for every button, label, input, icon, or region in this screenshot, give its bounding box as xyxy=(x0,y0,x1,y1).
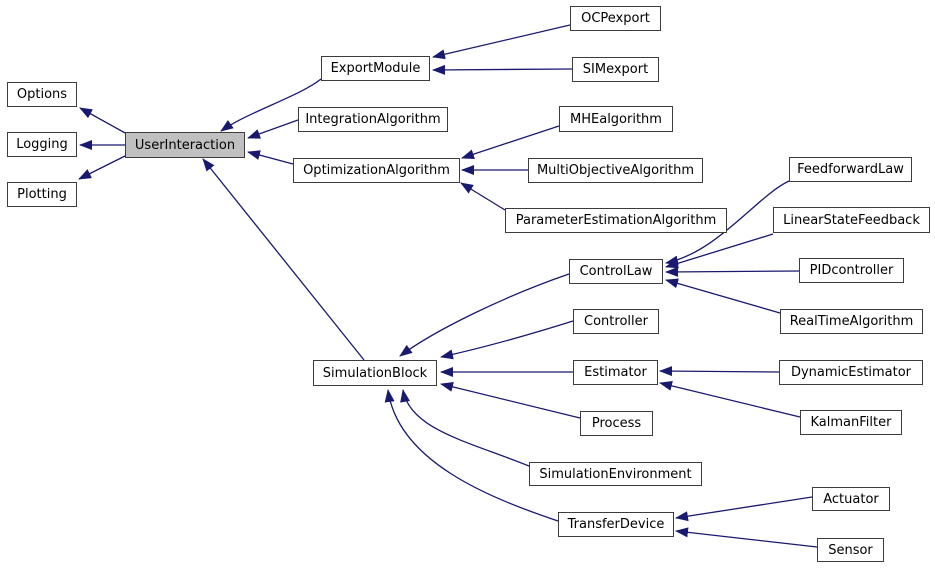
edge-simulationEnvironment-to-simulationBlock xyxy=(400,389,530,467)
edge-mheAlgorithm-to-optimizationAlgorithm xyxy=(461,125,560,159)
edge-controller-to-simulationBlock xyxy=(440,320,574,360)
node-control-law[interactable]: ControlLaw xyxy=(569,259,663,284)
node-kalman-filter[interactable]: KalmanFilter xyxy=(800,410,902,435)
node-pid-controller[interactable]: PIDcontroller xyxy=(799,258,904,283)
edge-integrationAlgorithm-to-userInteraction xyxy=(247,119,299,139)
edge-ocpExport-to-exportModule xyxy=(432,24,571,60)
node-optimization-algorithm[interactable]: OptimizationAlgorithm xyxy=(293,158,460,183)
node-actuator[interactable]: Actuator xyxy=(812,487,890,511)
node-multi-objective-algorithm[interactable]: MultiObjectiveAlgorithm xyxy=(528,158,703,183)
node-transfer-device[interactable]: TransferDevice xyxy=(558,512,674,537)
edge-pidController-to-controlLaw xyxy=(665,266,800,277)
edge-linearStateFeedback-to-controlLaw xyxy=(665,233,774,269)
edge-controlLaw-to-simulationBlock xyxy=(399,273,570,357)
edge-userInteraction-to-plotting xyxy=(78,154,128,180)
node-process[interactable]: Process xyxy=(580,411,653,436)
node-real-time-algorithm[interactable]: RealTimeAlgorithm xyxy=(780,309,923,334)
node-export-module[interactable]: ExportModule xyxy=(321,56,430,81)
node-options[interactable]: Options xyxy=(7,82,77,107)
node-integration-algorithm[interactable]: IntegrationAlgorithm xyxy=(298,107,448,132)
node-simulation-block[interactable]: SimulationBlock xyxy=(313,360,437,386)
edge-simExport-to-exportModule xyxy=(432,64,573,75)
node-simulation-environment[interactable]: SimulationEnvironment xyxy=(529,462,702,486)
edge-optimizationAlgorithm-to-userInteraction xyxy=(247,150,294,165)
node-plotting[interactable]: Plotting xyxy=(7,182,77,207)
node-logging[interactable]: Logging xyxy=(7,132,77,157)
node-ocp-export[interactable]: OCPexport xyxy=(570,6,661,31)
node-mhe-algorithm[interactable]: MHEalgorithm xyxy=(559,106,673,132)
edge-exportModule-to-userInteraction xyxy=(220,78,322,132)
node-estimator[interactable]: Estimator xyxy=(573,360,658,385)
edge-realTimeAlgorithm-to-controlLaw xyxy=(665,278,781,314)
node-dynamic-estimator[interactable]: DynamicEstimator xyxy=(779,360,923,385)
edge-process-to-simulationBlock xyxy=(440,381,581,419)
node-linear-state-feedback[interactable]: LinearStateFeedback xyxy=(773,207,930,233)
node-parameter-estimation-algorithm[interactable]: ParameterEstimationAlgorithm xyxy=(505,208,727,233)
edge-sensor-to-transferDevice xyxy=(675,527,818,548)
node-controller[interactable]: Controller xyxy=(573,309,659,334)
edge-parameterEstimationAlgorithm-to-optimizationAlgorithm xyxy=(460,182,506,211)
node-user-interaction[interactable]: UserInteraction xyxy=(125,132,245,158)
edge-simulationBlock-to-userInteraction xyxy=(202,158,365,361)
edge-dynamicEstimator-to-estimator xyxy=(659,366,780,377)
node-sim-export[interactable]: SIMexport xyxy=(572,57,659,82)
edge-kalmanFilter-to-estimator xyxy=(659,380,801,418)
edge-transferDevice-to-simulationBlock xyxy=(384,389,559,522)
node-feedforward-law[interactable]: FeedforwardLaw xyxy=(789,157,912,182)
node-sensor[interactable]: Sensor xyxy=(817,538,884,562)
edge-userInteraction-to-options xyxy=(79,107,128,135)
edge-actuator-to-transferDevice xyxy=(675,496,813,522)
edges-group xyxy=(78,24,818,548)
edge-feedforwardLaw-to-controlLaw xyxy=(665,180,790,266)
